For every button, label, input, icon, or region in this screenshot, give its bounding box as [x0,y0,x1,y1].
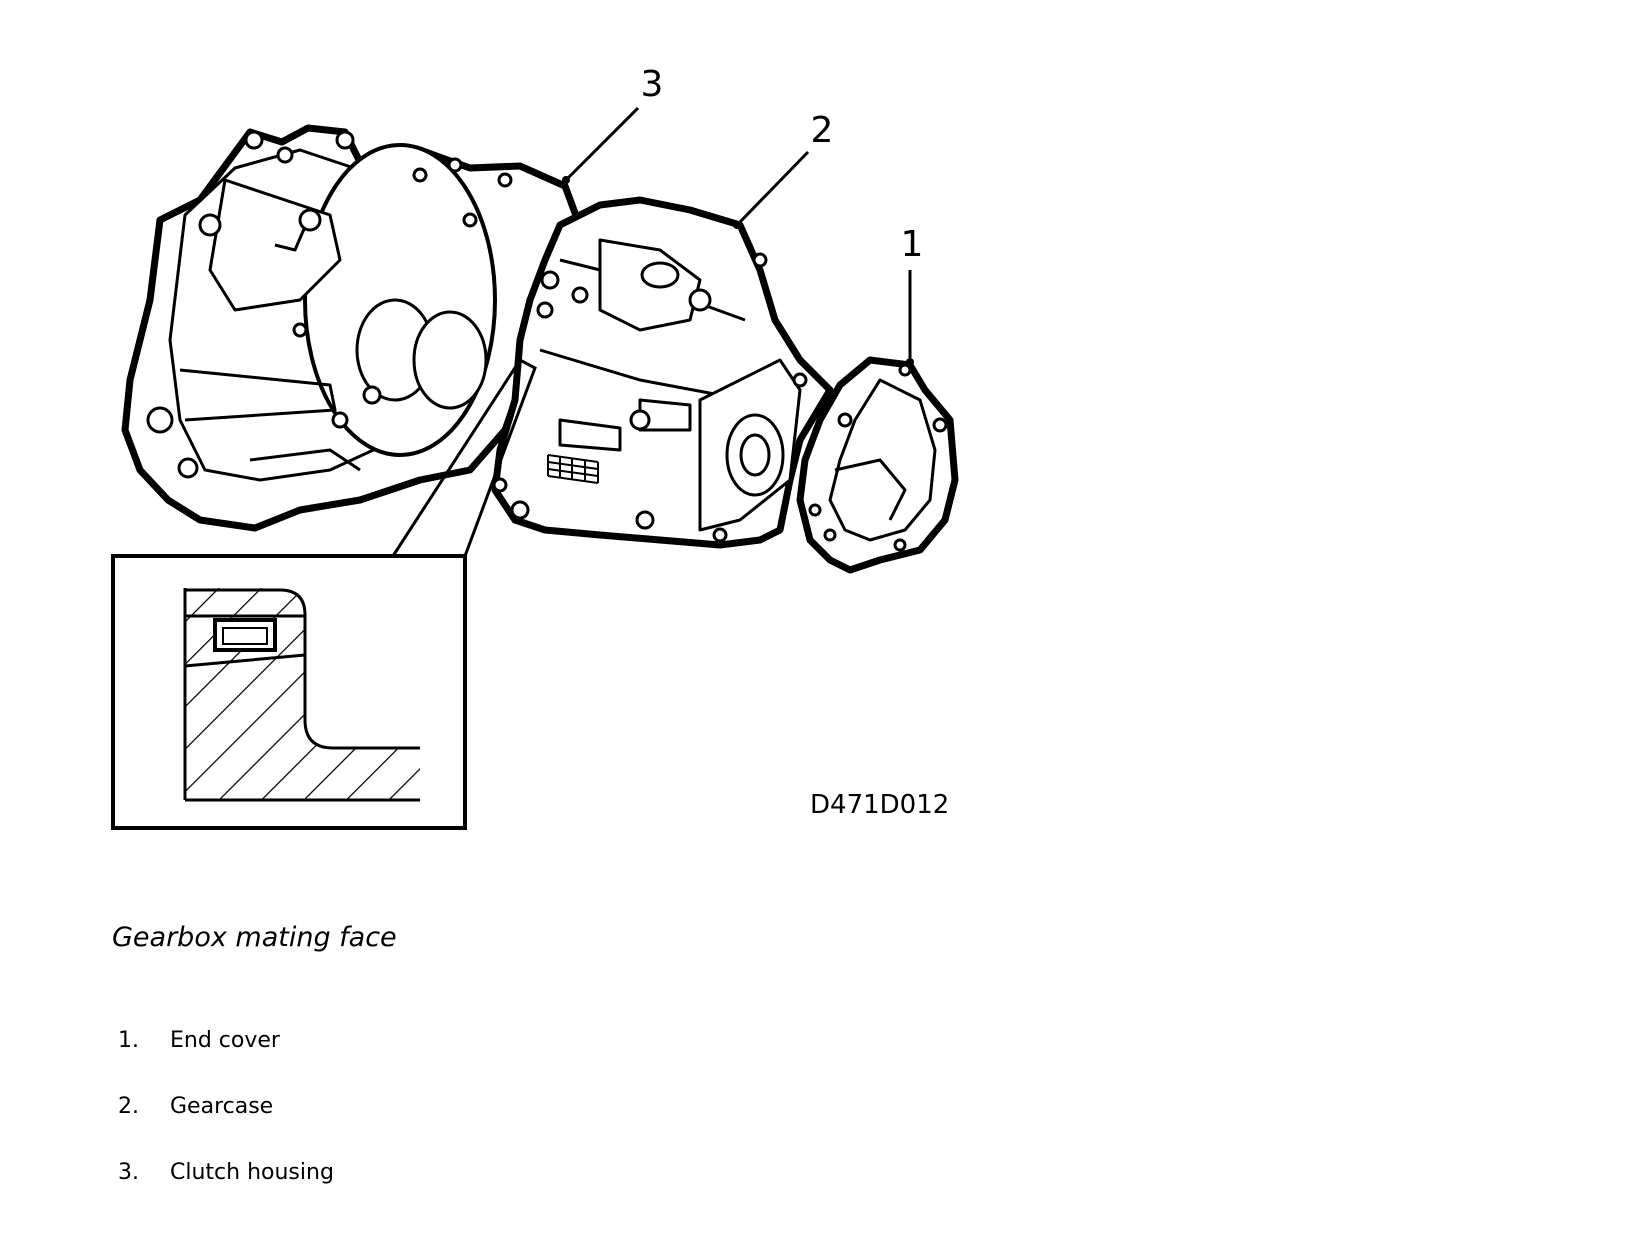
gearbox-exploded-diagram: 3 2 1 D471D012 [111,64,959,830]
clutch-housing-drawing [121,124,589,532]
callout-3: 3 [641,64,664,105]
detail-inset [111,358,537,830]
legend-item-number: 1. [118,1028,139,1053]
leader-lines [566,106,912,358]
end-cover-drawing [796,356,959,574]
legend-item-number: 2. [118,1094,139,1119]
mating-face-section [183,588,420,802]
figure-caption: Gearbox mating face [112,922,397,953]
callout-2: 2 [811,110,834,151]
legend-item-label: Gearcase [170,1094,274,1119]
callout-1: 1 [901,224,924,265]
legend-item-number: 3. [118,1160,139,1185]
gearcase-grille [547,454,599,484]
gearcase-drawing [491,196,834,549]
legend-item-label: End cover [170,1028,280,1053]
figure-code: D471D012 [810,790,949,820]
leader-dots [562,176,914,366]
legend-item-label: Clutch housing [170,1160,334,1185]
